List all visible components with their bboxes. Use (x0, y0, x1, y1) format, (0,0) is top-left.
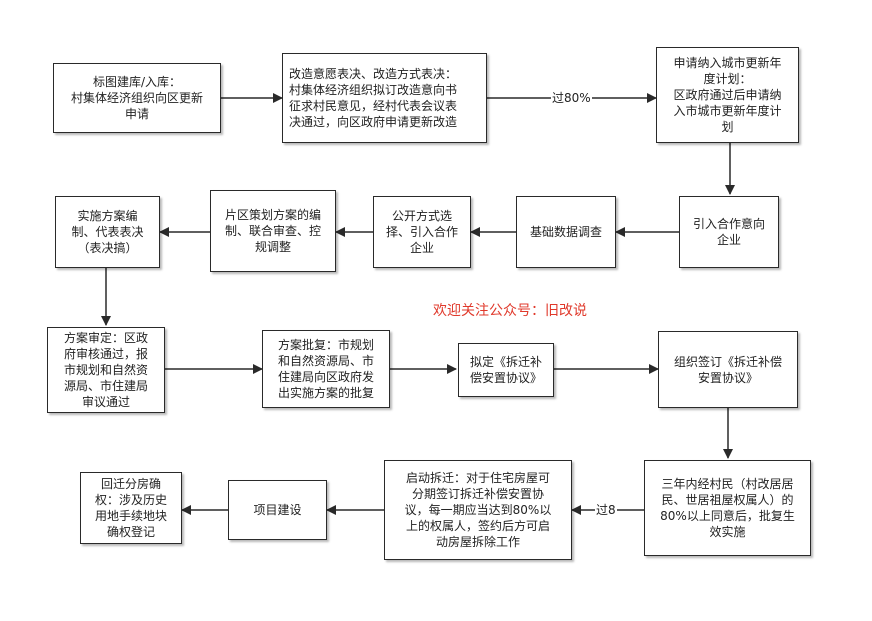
node-area-planning-text: 片区策划方案的编 制、联合审查、控 规调整 (224, 208, 321, 254)
node-plan-review-text: 方案审定：区政 府审核通过，报 市规划和自然资 源局、市住建局 审议通过 (63, 331, 148, 409)
edge-label-pass-80: 过80% (551, 91, 592, 105)
node-start-demolition-text: 启动拆迁：对于住宅房屋可 分期签订拆迁补偿安置协 议，每一期应当达到80%以 上… (404, 471, 552, 549)
node-area-planning: 片区策划方案的编 制、联合审查、控 规调整 (210, 190, 336, 272)
node-renovation-vote-text: 改造意愿表决、改造方式表决： 村集体经济组织拟订改造意向书 征求村民意见，经村代… (289, 67, 458, 129)
node-project-construction: 项目建设 (228, 480, 327, 540)
node-public-selection: 公开方式选 择、引入合作 企业 (373, 196, 471, 268)
node-base-survey-text: 基础数据调查 (529, 225, 602, 239)
node-introduce-partner-text: 引入合作意向 企业 (692, 217, 765, 247)
node-annual-plan: 申请纳入城市更新年 度计划： 区政府通过后申请纳 入市城市更新年度计 划 (656, 47, 799, 143)
node-plan-approval: 方案批复：市规划 和自然资源局、市 住建局向区政府发 出实施方案的批复 (262, 330, 390, 408)
node-public-selection-text: 公开方式选 择、引入合作 企业 (385, 209, 458, 255)
node-introduce-partner: 引入合作意向 企业 (679, 196, 779, 268)
node-resettlement-rights: 回迁分房确 权：涉及历史 用地手续地块 确权登记 (80, 472, 182, 544)
node-draft-agreement: 拟定《拆迁补 偿安置协议》 (458, 343, 554, 397)
node-plan-review: 方案审定：区政 府审核通过，报 市规划和自然资 源局、市住建局 审议通过 (47, 327, 165, 413)
watermark-text: 欢迎关注公众号：旧改说 (433, 303, 587, 319)
node-draft-agreement-text: 拟定《拆迁补 偿安置协议》 (469, 355, 542, 385)
node-villager-consent: 三年内经村民（村改居居 民、世居祖屋权属人）的 80%以上同意后，批复生 效实施 (644, 460, 811, 556)
node-sign-agreement: 组织签订《拆迁补偿 安置协议》 (658, 331, 798, 408)
node-annual-plan-text: 申请纳入城市更新年 度计划： 区政府通过后申请纳 入市城市更新年度计 划 (673, 56, 782, 134)
node-renovation-vote: 改造意愿表决、改造方式表决： 村集体经济组织拟订改造意向书 征求村民意见，经村代… (282, 53, 487, 143)
edge-label-pass-8: 过8 (595, 503, 617, 517)
node-base-survey: 基础数据调查 (516, 196, 616, 268)
node-project-construction-text: 项目建设 (253, 503, 302, 517)
node-start-demolition: 启动拆迁：对于住宅房屋可 分期签订拆迁补偿安置协 议，每一期应当达到80%以 上… (384, 460, 572, 560)
node-villager-consent-text: 三年内经村民（村改居居 民、世居祖屋权属人）的 80%以上同意后，批复生 效实施 (660, 477, 795, 539)
node-resettlement-rights-text: 回迁分房确 权：涉及历史 用地手续地块 确权登记 (94, 477, 167, 539)
node-registration: 标图建库/入库： 村集体经济组织向区更新 申请 (53, 63, 221, 133)
node-implementation-plan: 实施方案编 制、代表表决 （表决搞） (55, 196, 160, 268)
node-sign-agreement-text: 组织签订《拆迁补偿 安置协议》 (673, 354, 782, 385)
node-registration-text: 标图建库/入库： 村集体经济组织向区更新 申请 (70, 75, 203, 121)
node-plan-approval-text: 方案批复：市规划 和自然资源局、市 住建局向区政府发 出实施方案的批复 (277, 338, 374, 400)
node-implementation-plan-text: 实施方案编 制、代表表决 （表决搞） (71, 209, 144, 255)
